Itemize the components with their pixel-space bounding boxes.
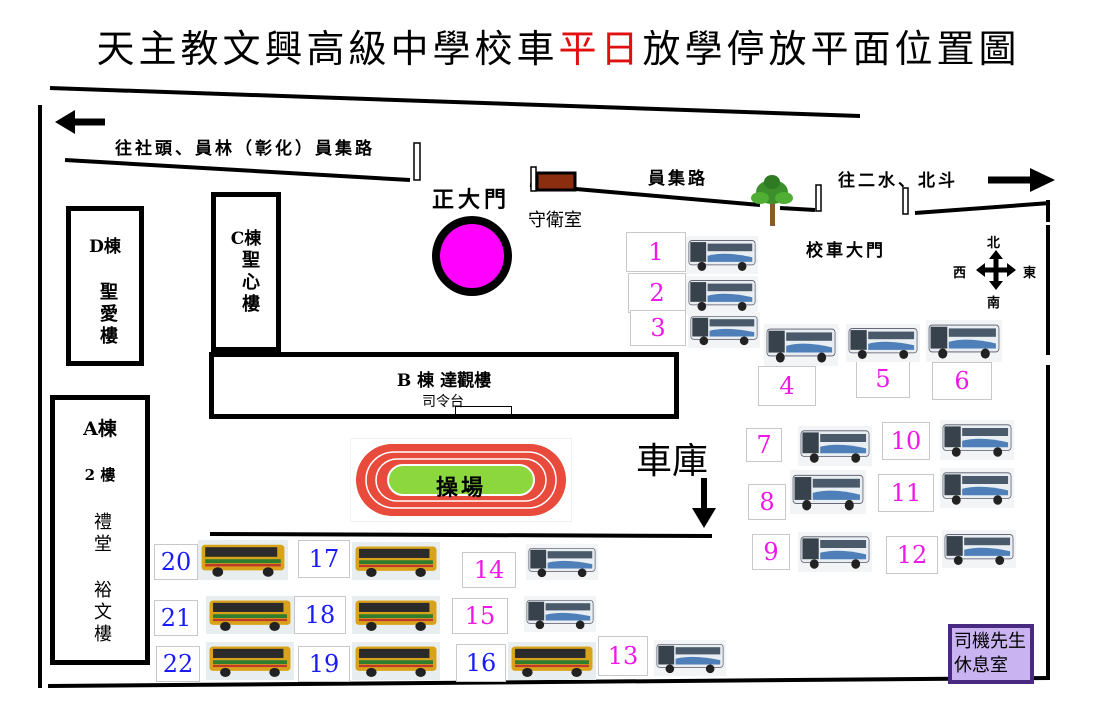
title-highlight: 平日: [558, 27, 643, 71]
building-a-floor: 2 樓: [84, 466, 116, 484]
white-bus-icon: [940, 420, 1014, 464]
parking-spot-number: 13: [598, 636, 648, 676]
building-a-sub: 裕文樓: [91, 580, 112, 646]
parking-spot-number: 2: [628, 273, 686, 313]
parking-spot-number: 1: [626, 232, 686, 272]
compass-east: 東: [1023, 266, 1037, 281]
yellow-bus-icon: [206, 642, 294, 684]
parking-spot-number: 22: [156, 646, 200, 682]
parking-spot-number: 12: [886, 536, 938, 574]
parking-spot-number: 18: [294, 596, 346, 634]
parking-spot-number: 4: [758, 366, 816, 406]
parking-spot-number: 16: [456, 644, 506, 682]
compass-cross-icon: [976, 250, 1016, 290]
parking-spot-number: 14: [462, 552, 516, 588]
white-bus-icon: [846, 324, 920, 366]
parking-spot-number: 8: [748, 484, 786, 520]
parking-spot-number: 19: [298, 646, 350, 682]
white-bus-icon: [764, 324, 838, 370]
white-bus-icon: [798, 532, 872, 576]
parking-spot-number: 10: [882, 422, 930, 460]
title-text-end: 放學停放平面位置圖: [642, 27, 1021, 71]
white-bus-icon: [526, 544, 598, 584]
compass-south: 南: [987, 296, 1001, 311]
stage-label: 司令台: [422, 394, 464, 410]
white-bus-icon: [940, 468, 1014, 512]
building-c: [211, 192, 281, 352]
parking-spot-number: 3: [630, 310, 686, 346]
yellow-bus-icon: [198, 540, 288, 584]
compass-rose: 北 南 西 東: [950, 232, 1036, 311]
road-name-label: 員集路: [648, 169, 708, 189]
parking-spot-number: 7: [746, 428, 782, 462]
building-a: [50, 395, 150, 665]
map-title: 天主教文興高級中學校車平日放學停放平面位置圖: [0, 18, 1117, 73]
parking-spot-number: 9: [752, 534, 790, 570]
white-bus-icon: [524, 596, 596, 636]
main-gate-label: 正大門: [432, 187, 511, 213]
sports-field: [350, 438, 572, 522]
driver-room: 司機先生休息室: [948, 624, 1034, 684]
yellow-bus-icon: [508, 642, 596, 684]
white-bus-icon: [654, 640, 726, 680]
parking-spot-number: 6: [932, 362, 992, 400]
parking-spot-number: 5: [856, 360, 910, 398]
building-c-sub: 聖心樓: [239, 250, 260, 316]
compass-west: 西: [953, 266, 967, 281]
east-direction-label: 往二水、北斗: [838, 171, 958, 191]
yellow-bus-icon: [206, 596, 294, 638]
parking-spot-number: 20: [154, 544, 198, 580]
compass-north: 北: [987, 236, 1001, 251]
east-arrow-icon: [986, 166, 1056, 194]
west-direction-label: 往社頭、員林（彰化）員集路: [115, 139, 375, 159]
title-text: 天主教文興高級中學校車: [96, 27, 559, 71]
yellow-bus-icon: [352, 596, 440, 638]
white-bus-icon: [686, 236, 758, 278]
yellow-bus-icon: [352, 542, 440, 584]
guard-room-label: 守衛室: [528, 210, 582, 231]
building-b-name: B 棟 達觀樓: [396, 371, 492, 391]
bus-gate-label: 校車大門: [806, 241, 886, 261]
stage-outline: [455, 406, 512, 415]
yellow-bus-icon: [352, 642, 440, 684]
building-a-name: A棟: [83, 418, 117, 440]
building-a-hall: 禮堂: [91, 512, 112, 556]
west-arrow-icon: [52, 108, 107, 136]
parking-spot-number: 17: [298, 540, 350, 578]
building-d-sub: 聖愛樓: [97, 282, 118, 348]
garage-label: 車庫: [636, 441, 709, 482]
driver-room-label: 司機先生休息室: [954, 631, 1026, 676]
parking-spot-number: 15: [452, 598, 508, 634]
white-bus-icon: [942, 530, 1016, 572]
main-gate-marker: [432, 216, 512, 296]
white-bus-icon: [926, 320, 1002, 366]
field-label: 操場: [435, 476, 486, 501]
white-bus-icon: [686, 276, 758, 318]
garage-arrow-icon: [690, 476, 718, 530]
building-d-name: D棟: [89, 237, 121, 257]
building-b: [209, 352, 679, 419]
parking-spot-number: 11: [878, 474, 934, 512]
building-c-name: C棟: [230, 229, 262, 249]
tree-icon: [751, 175, 793, 226]
white-bus-icon: [790, 470, 866, 518]
white-bus-icon: [798, 426, 872, 470]
parking-spot-number: 21: [154, 600, 198, 636]
white-bus-icon: [688, 312, 760, 352]
building-d: [66, 206, 144, 366]
